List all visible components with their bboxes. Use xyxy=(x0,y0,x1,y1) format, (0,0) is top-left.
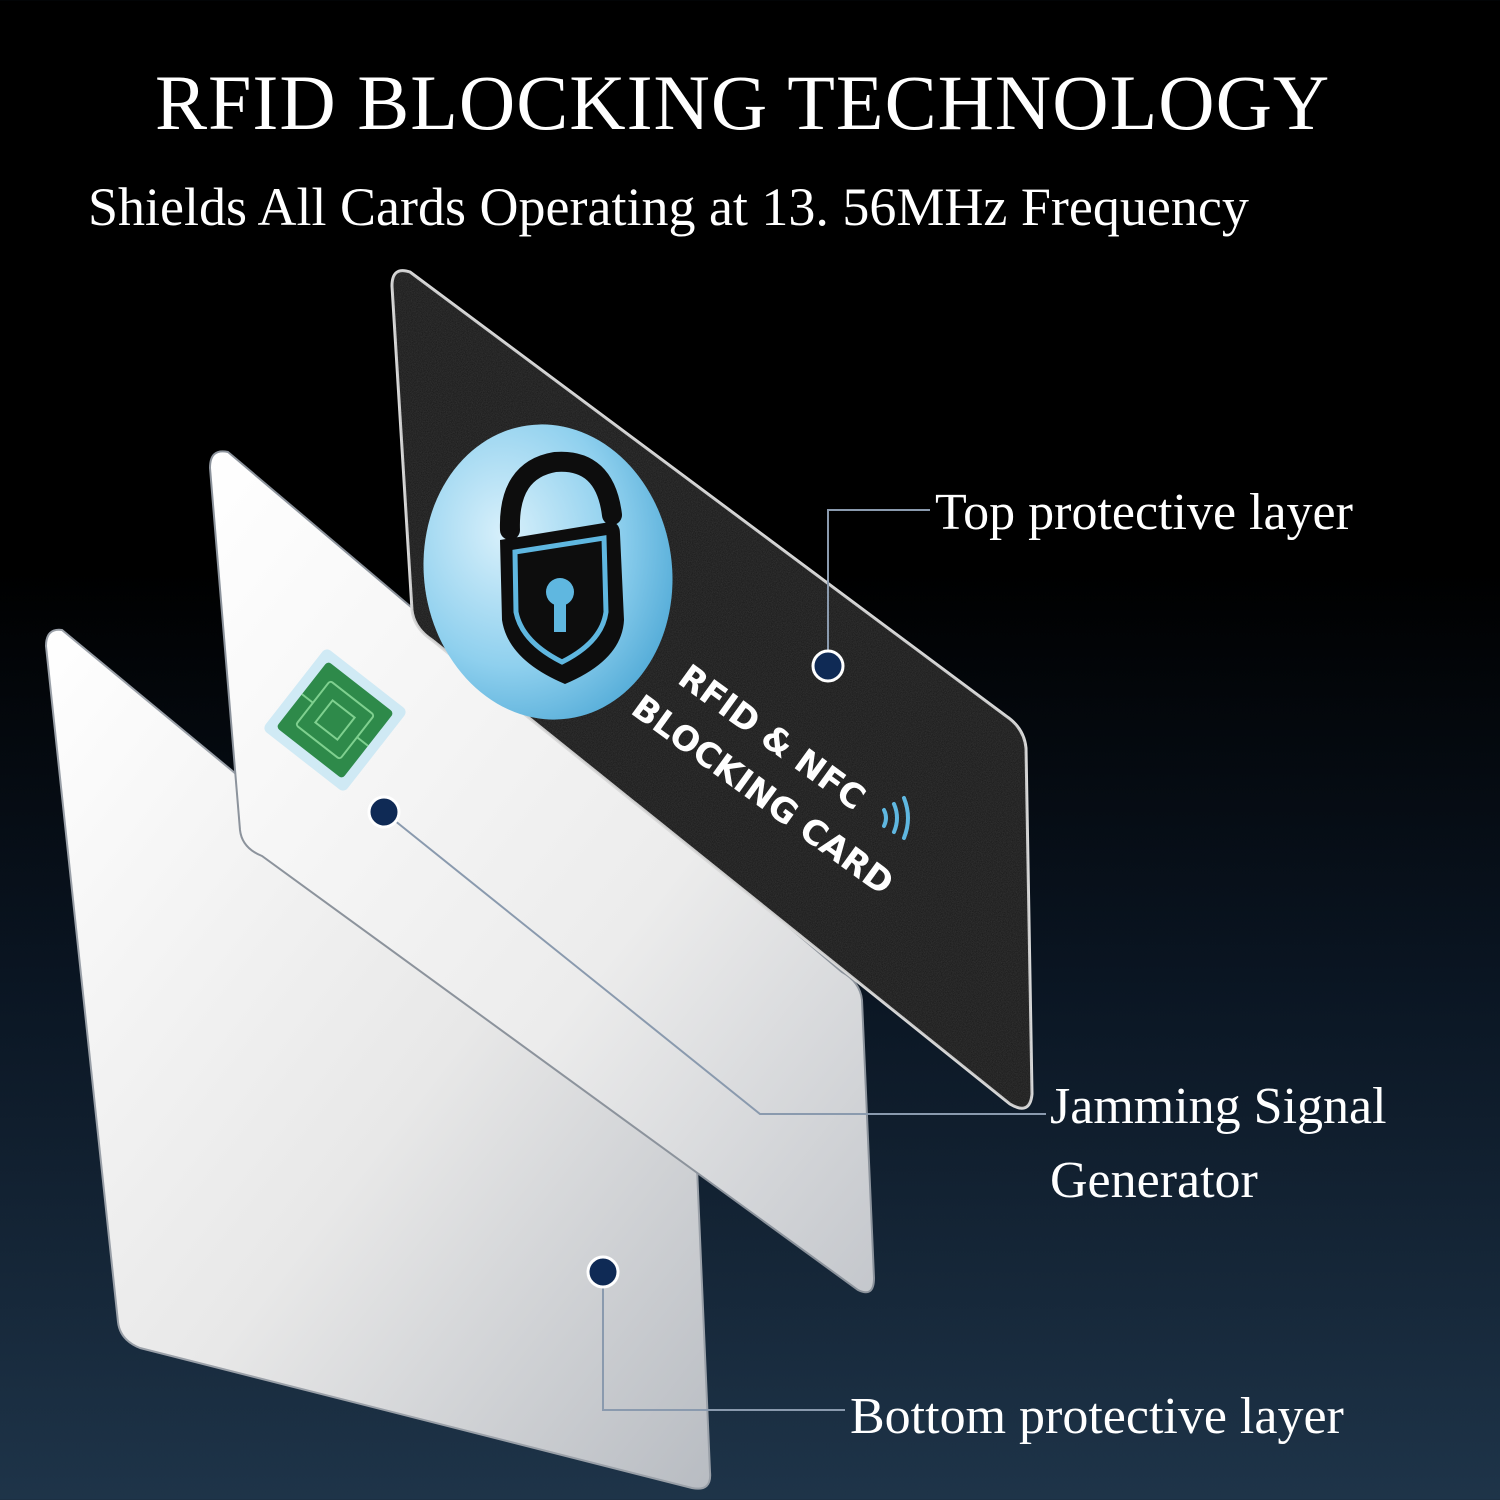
callout-jamming-generator: Jamming Signal Generator xyxy=(1050,1070,1387,1218)
leader-line-bottom xyxy=(602,1272,845,1411)
lock-icon xyxy=(423,424,673,720)
leader-line-jamming xyxy=(383,811,1046,1115)
callout-jamming-line2: Generator xyxy=(1050,1152,1258,1209)
callout-dot-top xyxy=(811,649,845,683)
page-title: RFID BLOCKING TECHNOLOGY xyxy=(155,59,1331,146)
callout-dot-jamming xyxy=(367,795,401,829)
nfc-wave-icon xyxy=(882,796,910,840)
leader-line-top xyxy=(827,509,930,666)
callout-dot-bottom xyxy=(586,1255,620,1289)
callout-jamming-line1: Jamming Signal xyxy=(1050,1078,1387,1135)
callout-bottom-layer: Bottom protective layer xyxy=(850,1388,1344,1445)
chip-icon xyxy=(264,649,406,791)
page-subtitle: Shields All Cards Operating at 13. 56MHz… xyxy=(88,177,1249,237)
callout-top-layer: Top protective layer xyxy=(935,484,1353,541)
middle-layer-card xyxy=(208,450,876,1294)
